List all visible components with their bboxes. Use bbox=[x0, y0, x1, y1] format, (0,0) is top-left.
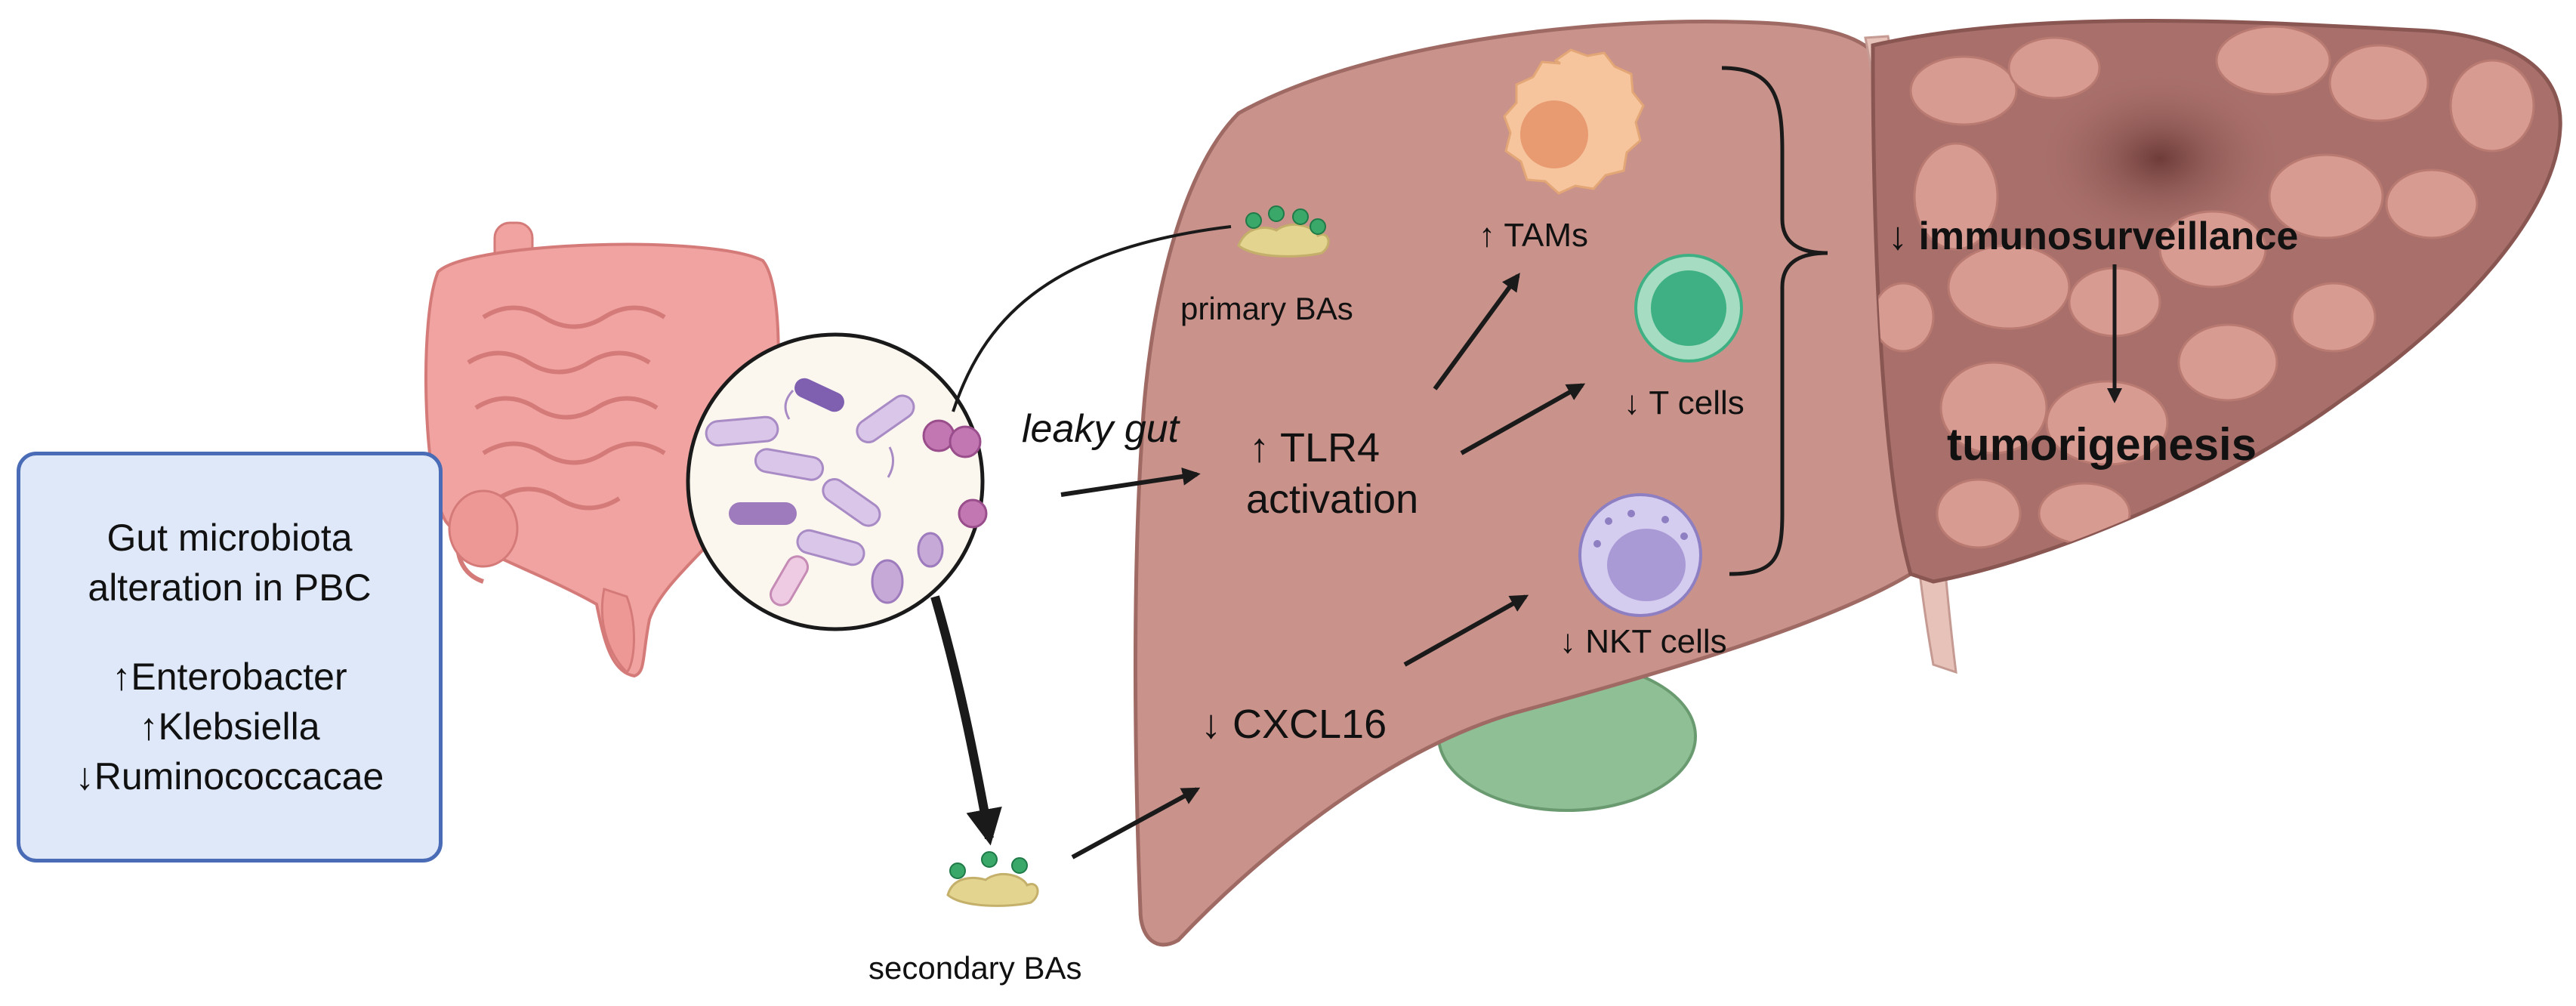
label-tlr4-line-1: ↑ TLR4 bbox=[1249, 425, 1381, 471]
label-immunosurveillance: ↓ immunosurveillance bbox=[1888, 214, 2299, 258]
intestine bbox=[424, 221, 780, 678]
curly-brace bbox=[1721, 66, 1828, 576]
arrow-secondary-bas-to-cxcl16 bbox=[1071, 787, 1201, 859]
box-title-line-2: alteration in PBC bbox=[88, 566, 372, 609]
label-tams: ↑ TAMs bbox=[1479, 217, 1589, 254]
primary-bile-acids-icon bbox=[1237, 205, 1330, 258]
nkt-cell-icon bbox=[1578, 493, 1702, 617]
t-cell-icon bbox=[1634, 254, 1743, 363]
label-nkt-cells: ↓ NKT cells bbox=[1559, 623, 1727, 660]
arrow-leaky-gut-to-tlr4 bbox=[1060, 467, 1201, 497]
connector-line bbox=[952, 225, 1232, 412]
label-tlr4-line-2: activation bbox=[1246, 477, 1419, 522]
label-primary-bas: primary BAs bbox=[1180, 291, 1353, 326]
label-cxcl16: ↓ CXCL16 bbox=[1201, 702, 1387, 747]
secondary-bile-acids-icon bbox=[946, 851, 1039, 907]
tam-cell-icon bbox=[1503, 48, 1645, 195]
liver bbox=[1134, 20, 1913, 947]
arrow-to-tams bbox=[1433, 273, 1520, 390]
label-tumorigenesis: tumorigenesis bbox=[1947, 419, 2257, 470]
box-title-line-1: Gut microbiota bbox=[106, 517, 353, 559]
arrow-to-t-cells bbox=[1460, 383, 1586, 455]
label-leaky-gut: leaky gut bbox=[1022, 407, 1180, 451]
microbiota-alteration-box: Gut microbiota alteration in PBC ↑Entero… bbox=[17, 452, 443, 863]
box-item-ruminococcacae: ↓Ruminococcacae bbox=[75, 755, 384, 798]
tumor-liver-lobe bbox=[1871, 19, 2562, 584]
label-t-cells: ↓ T cells bbox=[1624, 384, 1745, 421]
microbiota-magnifier bbox=[686, 332, 988, 631]
arrow-to-nkt-cells bbox=[1403, 594, 1529, 667]
arrow-microbiota-to-secondary-bas bbox=[930, 595, 1002, 846]
label-secondary-bas: secondary BAs bbox=[868, 950, 1082, 986]
box-item-klebsiella: ↑Klebsiella bbox=[139, 705, 320, 748]
box-item-enterobacter: ↑Enterobacter bbox=[112, 656, 347, 698]
